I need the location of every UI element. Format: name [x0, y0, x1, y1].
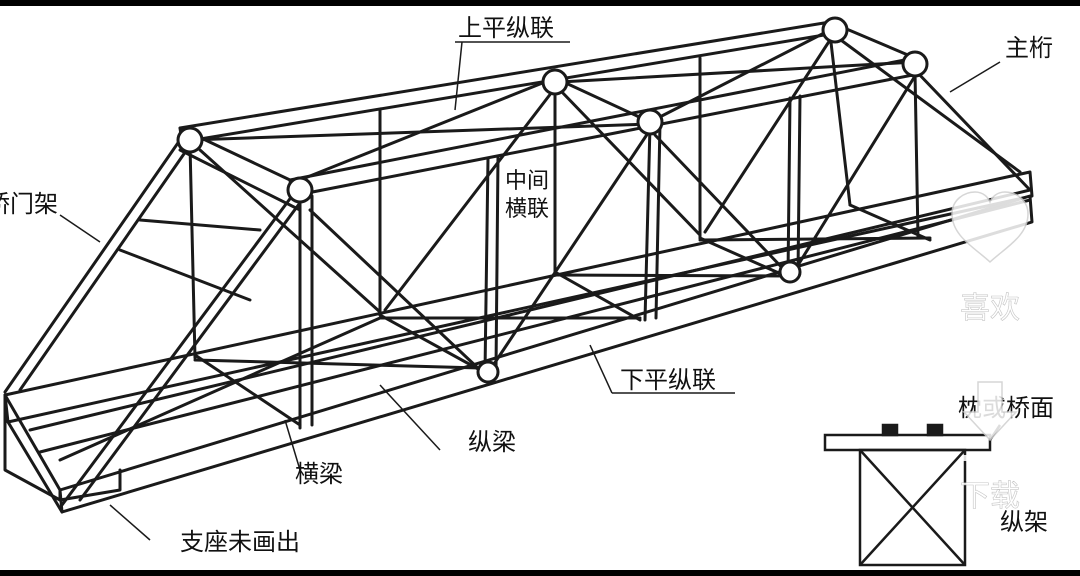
- floor-beam: [193, 353, 302, 427]
- back-vertical: [188, 143, 197, 360]
- label-cross-beam: 横梁: [295, 460, 343, 488]
- heart-icon: [951, 191, 1029, 264]
- back-diagonal: [558, 88, 702, 237]
- leader-main-truss: [949, 61, 1001, 93]
- front-vertical: [786, 96, 792, 278]
- joint: [636, 108, 664, 136]
- end-post-front-left: [78, 194, 307, 502]
- joint: [821, 16, 849, 44]
- lower-lateral-brace: [553, 273, 792, 278]
- front-vertical: [654, 121, 662, 320]
- label-portal: 桥门架: [0, 190, 58, 218]
- leader-stringer: [379, 384, 441, 451]
- joint: [476, 360, 500, 384]
- end-post-back-left: [18, 136, 197, 392]
- front-vertical: [494, 154, 500, 372]
- label-upper-lateral: 上平纵联: [458, 14, 554, 42]
- end-post-back-left: [3, 138, 182, 394]
- like-button[interactable]: 喜欢: [951, 191, 1029, 326]
- portal-brace: [138, 218, 262, 232]
- longitudinal-frame-box: [858, 448, 967, 567]
- portal-brace: [178, 148, 302, 212]
- end-post-front-left: [60, 194, 294, 507]
- back-diagonal: [383, 86, 557, 312]
- label-longitudinal-frame: 纵架: [1000, 508, 1048, 536]
- floor-beam: [698, 236, 792, 280]
- upper-lateral-brace: [558, 60, 917, 84]
- end-bearing-block: [58, 468, 122, 502]
- front-diagonal: [308, 208, 482, 372]
- deck-cross-section: [823, 423, 1002, 567]
- leader-portal: [59, 214, 101, 243]
- label-stringer: 纵梁: [468, 428, 516, 456]
- upper-lateral-brace: [648, 28, 832, 124]
- lower-chord-back: [3, 170, 1034, 424]
- upper-cross-strut-mid: [553, 76, 652, 124]
- download-icon: [962, 381, 1018, 442]
- like-label: 喜欢: [960, 291, 1020, 326]
- stringer-line: [38, 198, 1032, 454]
- leader-bearing: [109, 504, 151, 541]
- rail-left: [881, 423, 899, 437]
- label-main-truss: 主桁: [1005, 34, 1053, 62]
- portal-brace: [118, 248, 252, 302]
- screen-top-edge: [0, 0, 1080, 6]
- front-vertical: [643, 123, 652, 322]
- front-diagonal: [488, 128, 652, 372]
- label-lower-lateral: 下平纵联: [620, 366, 716, 394]
- joint: [176, 126, 204, 154]
- joint: [778, 260, 802, 284]
- front-vertical: [913, 70, 920, 240]
- label-middle-cross-2: 横联: [505, 197, 549, 222]
- floor-beam: [553, 270, 642, 322]
- lower-lateral-brace: [193, 358, 482, 370]
- back-vertical: [828, 32, 852, 207]
- back-diagonal: [198, 148, 382, 314]
- download-label: 下载: [960, 479, 1020, 514]
- joint: [901, 50, 929, 78]
- leader-upper-lateral: [454, 41, 463, 111]
- end-post-front-right: [913, 68, 1032, 192]
- upper-lateral-brace: [188, 122, 652, 142]
- label-middle-cross-1: 中间: [505, 169, 549, 194]
- leader-lower-lateral: [589, 344, 613, 394]
- end-bearing-block: [3, 393, 62, 502]
- upper-lateral-brace: [298, 76, 557, 182]
- end-post-back-right: [828, 30, 1022, 174]
- back-diagonal: [703, 38, 832, 234]
- joint: [541, 68, 569, 96]
- floor-beam: [378, 313, 482, 372]
- deck-slab: [823, 433, 992, 452]
- end-floor-beam: [3, 393, 62, 492]
- screen-bottom-edge: [0, 570, 1080, 576]
- label-bearing-note: 支座未画出: [180, 528, 300, 556]
- end-floor-beam: [6, 420, 64, 514]
- truss-structure: [3, 16, 1034, 514]
- joint: [286, 176, 314, 204]
- leader-lines: [59, 41, 1001, 541]
- rail-right: [926, 423, 944, 437]
- front-vertical: [483, 156, 490, 374]
- frame-brace: [859, 449, 966, 566]
- download-button[interactable]: 下载: [960, 381, 1020, 514]
- leader-cross-beam: [284, 419, 301, 471]
- front-vertical: [796, 94, 802, 276]
- front-diagonal: [793, 74, 917, 272]
